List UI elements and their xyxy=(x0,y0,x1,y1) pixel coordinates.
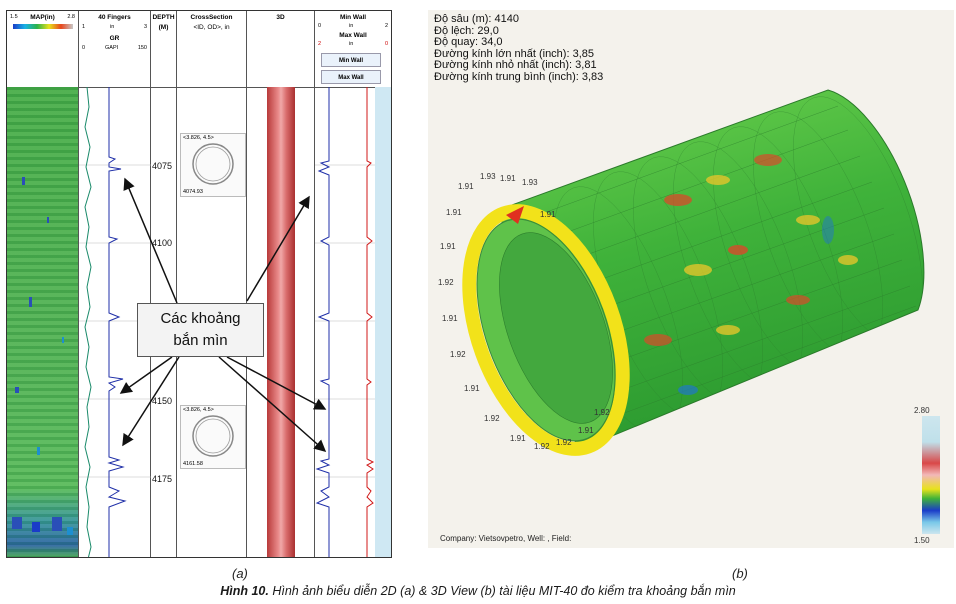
ring-label-1: 1.91 xyxy=(458,182,474,191)
callout-arrows xyxy=(119,177,327,452)
ring-label-16: 1.92 xyxy=(594,408,610,417)
wall-track: Min Wall 0 in 2 Max Wall 2 in 0 Min Wall… xyxy=(315,11,391,557)
ring-label-9: 1.92 xyxy=(450,350,466,359)
cross-section-track: CrossSection <ID, OD>, in <3.826, 4.5> 4… xyxy=(177,11,247,557)
map-speckles xyxy=(12,177,73,535)
max-wall-title: Max Wall xyxy=(339,32,367,39)
perforation-callout: Các khoảng bắn mìn xyxy=(137,303,264,357)
cross-box-1-depth: 4074.93 xyxy=(183,189,203,195)
info-avg-diameter: Đường kính trung bình (inch): 3,83 xyxy=(434,70,604,83)
cross-box-2-depth: 4161.58 xyxy=(183,461,203,467)
info-rotation: Độ quay: 34,0 xyxy=(434,36,503,49)
fingers-title: 40 Fingers xyxy=(98,14,131,21)
gr-scale-left: 0 xyxy=(82,45,86,51)
caption-text: Hình ảnh biểu diễn 2D (a) & 3D View (b) … xyxy=(268,584,736,598)
fingers-track-header: 40 Fingers 1 in 3 GR 0 GAPI 150 xyxy=(79,11,150,88)
ring-label-5: 1.91 xyxy=(446,208,462,217)
cross-section-header: CrossSection <ID, OD>, in xyxy=(177,11,246,88)
ring-label-11: 1.92 xyxy=(484,414,500,423)
color-scale-bar xyxy=(922,416,940,534)
depth-tick-4100: 4100 xyxy=(152,238,173,248)
label-a: (a) xyxy=(232,566,248,581)
ring-labels: 1.91 1.93 1.91 1.93 1.91 1.91 1.92 1.91 … xyxy=(428,10,954,548)
info-block: Độ sâu (m): 4140 Độ lệch: 29,0 Độ quay: … xyxy=(434,13,604,84)
info-depth: Độ sâu (m): 4140 xyxy=(434,13,519,25)
ring-label-6: 1.91 xyxy=(440,242,456,251)
ring-label-2: 1.93 xyxy=(480,172,496,181)
ring-label-10: 1.91 xyxy=(464,384,480,393)
map-scale-max: 2.8 xyxy=(67,14,75,20)
map-scale-min: 1.5 xyxy=(10,14,18,20)
depth-tick-4175: 4175 xyxy=(152,474,173,484)
depth-track: DEPTH (M) 4075 4100 4150 4175 xyxy=(151,11,177,557)
cross-box-2-label: <3.826, 4.5> xyxy=(183,407,214,413)
ring-label-3: 1.91 xyxy=(500,174,516,183)
depth-tick-4150: 4150 xyxy=(152,396,173,406)
cross-section-sub: <ID, OD>, in xyxy=(193,24,230,31)
wall-background xyxy=(375,87,391,557)
ring-label-7: 1.92 xyxy=(438,278,454,287)
max-wall-unit: in xyxy=(349,41,354,47)
3d-track-header: 3D xyxy=(247,11,314,88)
depth-track-header: DEPTH (M) xyxy=(151,11,176,88)
ring-label-17: 1.91 xyxy=(540,210,556,219)
min-wall-title: Min Wall xyxy=(339,14,367,21)
info-min-diameter: Đường kính nhỏ nhất (inch): 3,81 xyxy=(434,59,597,72)
max-wall-left: 2 xyxy=(318,41,322,47)
min-wall-unit: in xyxy=(349,23,354,29)
fingers-scale-left: 1 xyxy=(82,24,86,30)
ring-label-14: 1.92 xyxy=(556,438,572,447)
ring-label-15: 1.91 xyxy=(578,426,594,435)
wall-track-header: Min Wall 0 in 2 Max Wall 2 in 0 Min Wall… xyxy=(315,11,391,88)
scale-min-label: 1.50 xyxy=(914,536,930,545)
3d-casing-bar xyxy=(267,87,295,557)
cross-box-2-circle xyxy=(192,415,234,457)
cross-section-box-1: <3.826, 4.5> 4074.93 xyxy=(180,133,246,197)
map-track-title: MAP(in) xyxy=(30,14,55,21)
cross-box-1-circle xyxy=(192,143,234,185)
log-panel-2d: 1.5 MAP(in) 2.8 40 Fingers 1 in 3 GR 0 G… xyxy=(6,10,392,558)
footer-company: Company: Vietsovpetro, Well: , Field: xyxy=(440,534,572,543)
depth-tick-4075: 4075 xyxy=(152,161,173,171)
fingers-curves xyxy=(79,87,151,557)
cross-section-box-2: <3.826, 4.5> 4161.58 xyxy=(180,405,246,469)
3d-track: 3D xyxy=(247,11,315,557)
cross-section-title: CrossSection xyxy=(190,14,233,21)
ring-label-12: 1.91 xyxy=(510,434,526,443)
ring-label-8: 1.91 xyxy=(442,314,458,323)
info-max-diameter: Đường kính lớn nhất (inch): 3,85 xyxy=(434,47,594,60)
depth-unit: (M) xyxy=(158,24,169,31)
fingers-track: 40 Fingers 1 in 3 GR 0 GAPI 150 xyxy=(79,11,151,557)
info-deviation: Độ lệch: 29,0 xyxy=(434,24,499,37)
map-color-bar xyxy=(13,24,73,29)
3d-track-title: 3D xyxy=(276,14,285,21)
ring-label-13: 1.92 xyxy=(534,442,550,451)
min-wall-right: 2 xyxy=(384,23,388,29)
max-wall-button[interactable]: Max Wall xyxy=(321,70,381,84)
gr-scale-right: 150 xyxy=(137,45,147,51)
min-wall-left: 0 xyxy=(318,23,322,29)
fingers-scale-right: 3 xyxy=(143,24,147,30)
max-wall-right: 0 xyxy=(384,41,388,47)
map-track-header: 1.5 MAP(in) 2.8 xyxy=(7,11,78,88)
fingers-unit: in xyxy=(110,24,115,30)
ring-label-4: 1.93 xyxy=(522,178,538,187)
gr-title: GR xyxy=(109,35,120,42)
scale-max-label: 2.80 xyxy=(914,406,930,415)
gr-unit: GAPI xyxy=(105,45,119,51)
callout-line-2: bắn mìn xyxy=(173,332,228,349)
cross-box-1-label: <3.826, 4.5> xyxy=(183,135,214,141)
caption-number: Hình 10. xyxy=(220,584,269,598)
figure-caption: Hình 10. Hình ảnh biểu diễn 2D (a) & 3D … xyxy=(0,584,956,598)
callout-line-1: Các khoảng xyxy=(160,310,241,327)
depth-title: DEPTH xyxy=(152,14,175,21)
3d-view-panel: Độ sâu (m): 4140 Độ lệch: 29,0 Độ quay: … xyxy=(428,10,954,548)
min-wall-button[interactable]: Min Wall xyxy=(321,53,381,67)
pipe-3d-render xyxy=(462,89,925,456)
map-track: 1.5 MAP(in) 2.8 xyxy=(7,11,79,557)
map-image xyxy=(7,87,78,557)
label-b: (b) xyxy=(732,566,748,581)
